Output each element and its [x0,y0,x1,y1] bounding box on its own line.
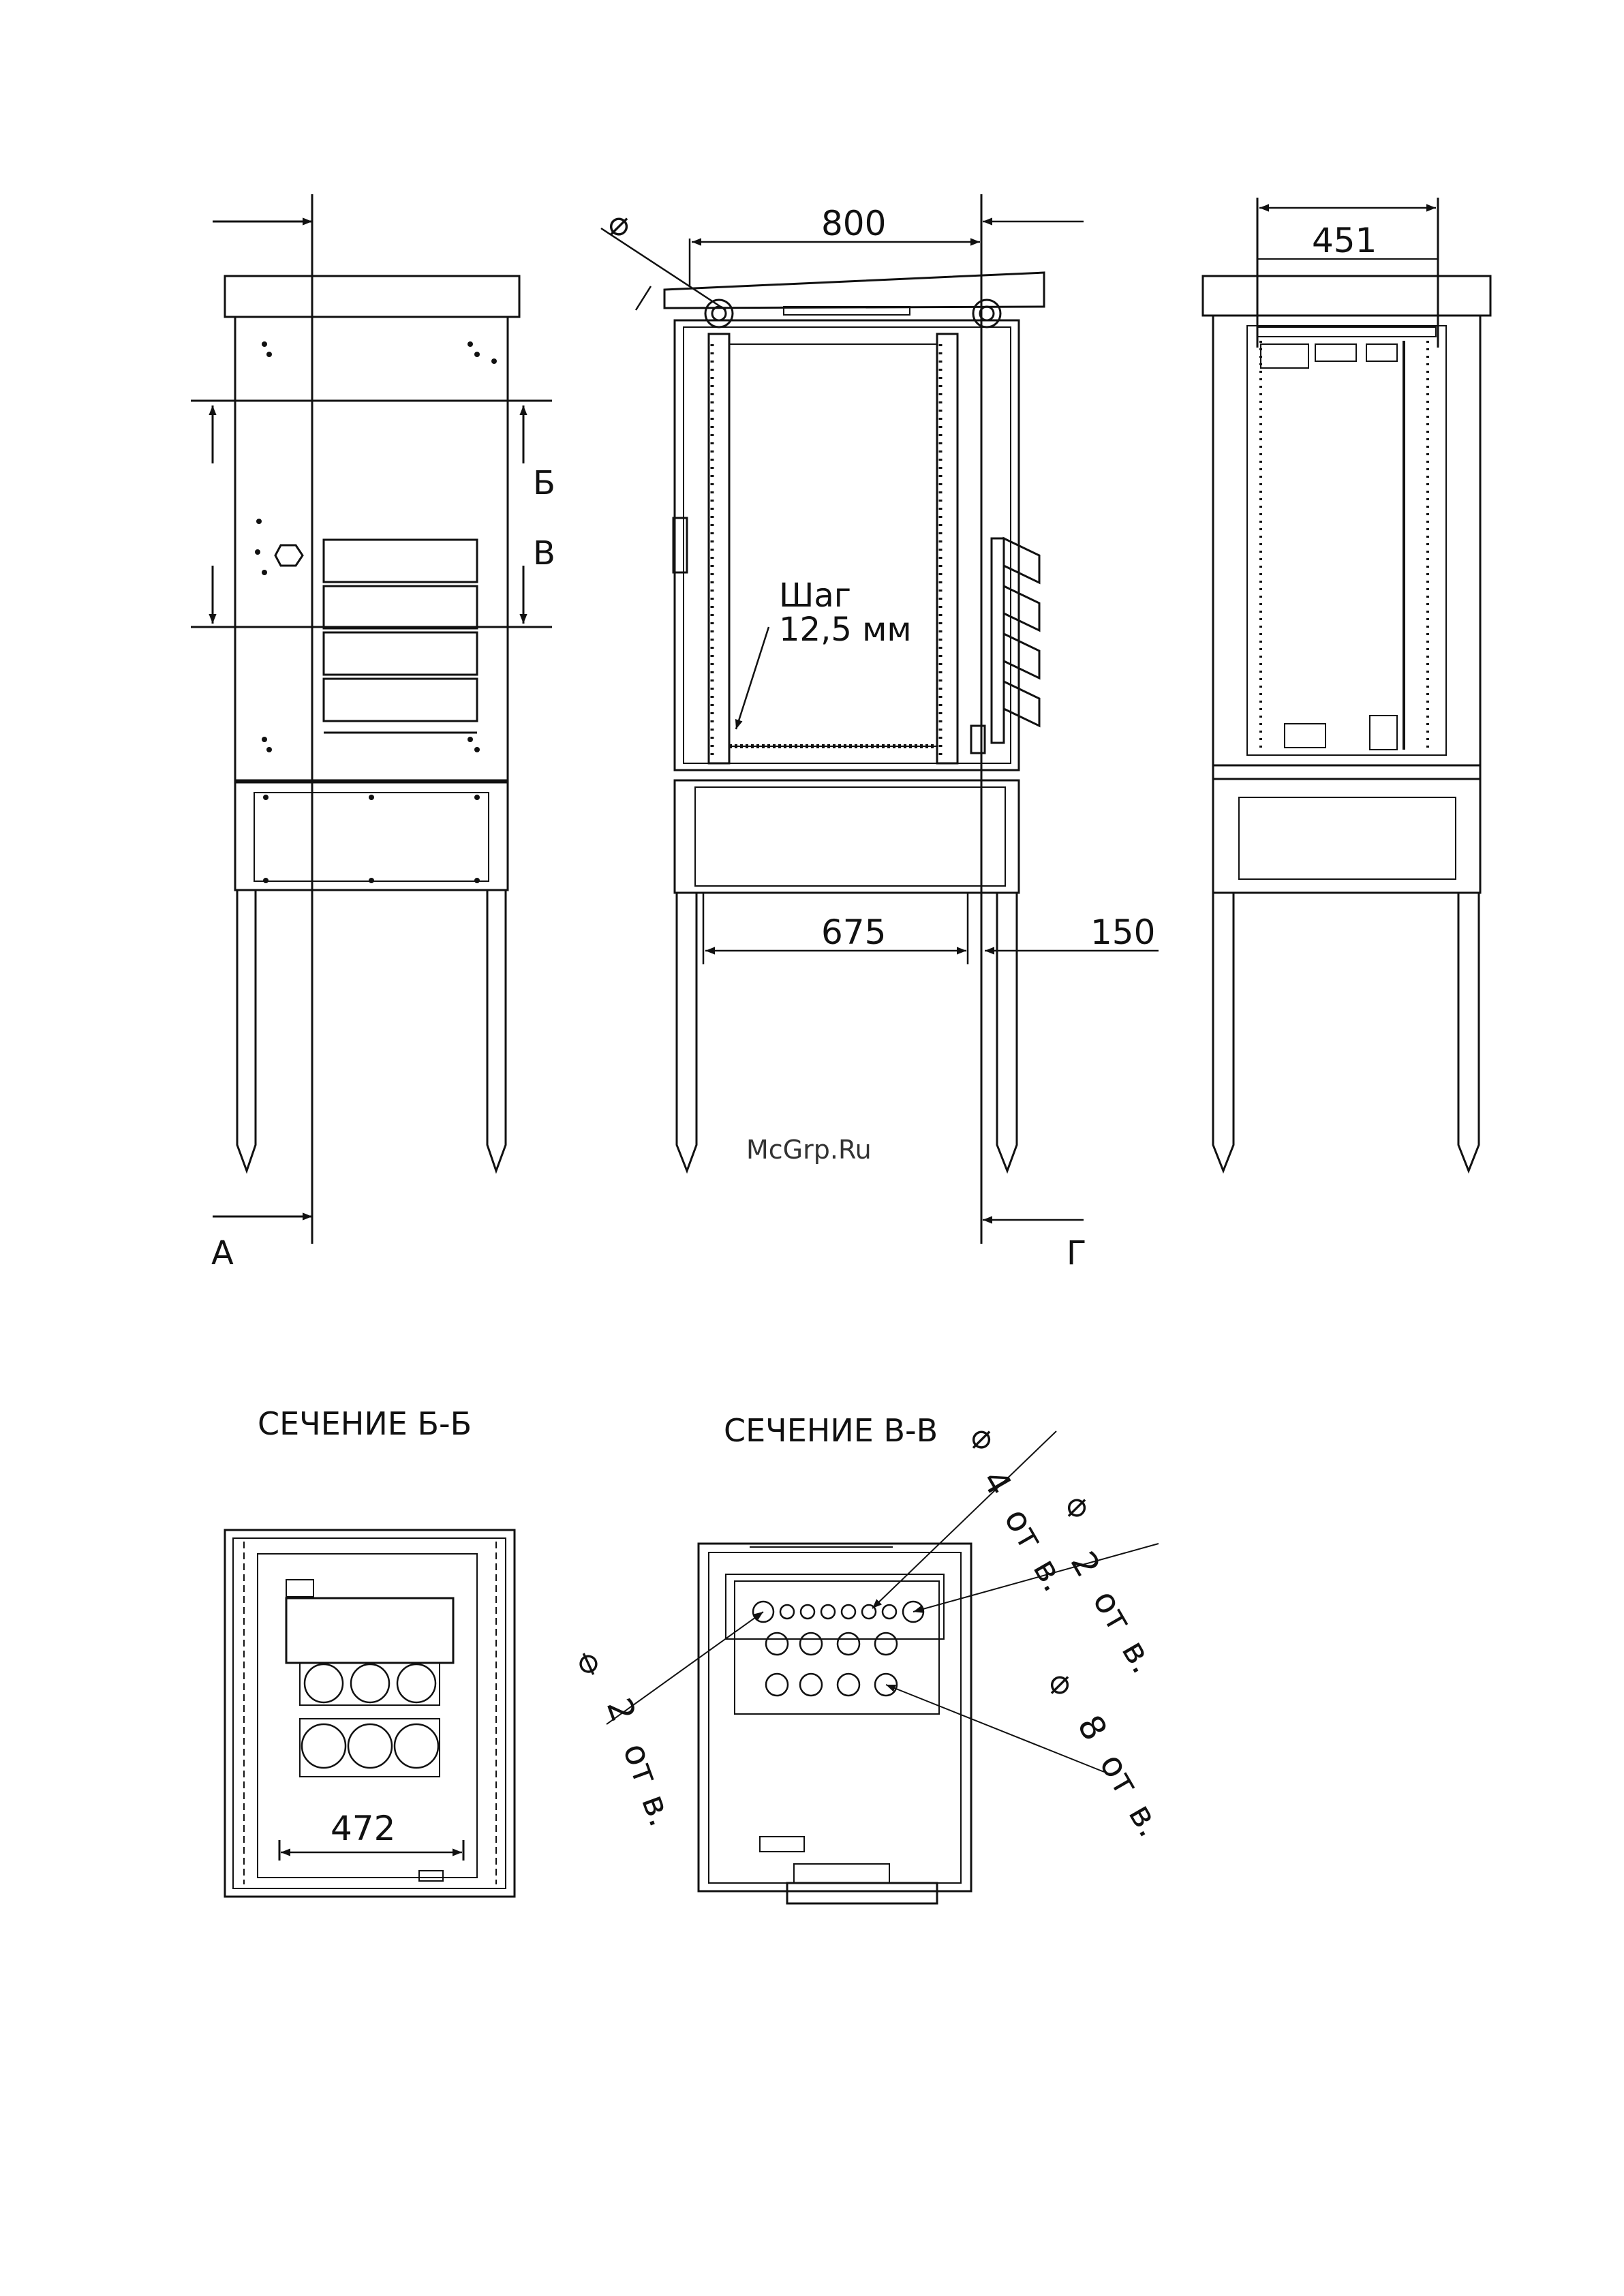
svg-text:4: 4 [975,1463,1020,1502]
hole-callout-left-2: 2 от в. [599,1693,681,1831]
hole-callout-bottom-8: ⌀ [1050,1662,1070,1702]
pitch-value: 12,5 мм [779,611,912,649]
side-view [664,194,1044,1244]
mark-b: Б [533,464,555,502]
front-louvres [324,540,477,733]
dimension-451: 451 [1312,221,1377,260]
section-bb-title: СЕЧЕНИЕ Б-Б [258,1405,472,1442]
mark-v: В [533,534,555,572]
door-panel [992,538,1004,743]
svg-text:в.: в. [1026,1552,1075,1598]
hole-callout-bottom-8-text: 8 от в. [1070,1709,1171,1843]
section-lines [191,194,552,1244]
svg-text:⌀: ⌀ [1050,1662,1070,1702]
front-view [225,276,519,1171]
pitch-label: Шаг [779,577,851,615]
diameter-icon: ⌀ [609,204,629,243]
mark-g: Г [1067,1234,1086,1272]
svg-text:в.: в. [634,1789,681,1831]
dimension-675: 675 [821,913,886,952]
section-vv-title: СЕЧЕНИЕ В-В [724,1412,938,1449]
svg-text:в.: в. [1114,1634,1164,1680]
svg-text:8: 8 [1070,1709,1115,1747]
cable-entry-holes [753,1602,923,1696]
side-plinth [675,780,1019,893]
hole-callout-left: ⌀ [564,1647,608,1679]
watermark: McGrp.Ru [746,1135,872,1165]
svg-text:от: от [615,1738,667,1790]
dimension-800: 800 [821,204,886,243]
fan-grilles [302,1664,438,1768]
svg-text:в.: в. [1121,1797,1171,1843]
hole-callout-top-4-text: 4 от в. [975,1463,1075,1598]
front-body [235,317,508,780]
svg-text:от: от [1092,1747,1146,1802]
hole-callout-top-4: ⌀ [971,1417,992,1456]
svg-text:⌀: ⌀ [1067,1485,1087,1525]
side-dimensions [601,221,1159,1220]
svg-text:2: 2 [599,1693,643,1727]
svg-text:⌀: ⌀ [564,1647,608,1679]
lock-icon [275,545,303,566]
front-leg-right [487,890,506,1171]
rear-view [1203,198,1490,1171]
side-body [675,320,1019,770]
svg-text:от: от [996,1501,1051,1557]
side-roof [664,273,1044,308]
hole-callout-top-2-text: 2 от в. [1063,1545,1164,1680]
svg-text:⌀: ⌀ [971,1417,992,1456]
svg-text:от: от [1085,1583,1139,1638]
front-roof [225,276,519,317]
mark-a: А [211,1234,234,1272]
front-leg-left [237,890,256,1171]
hole-callout-top-2: ⌀ [1067,1485,1087,1525]
dimension-150: 150 [1090,913,1155,952]
dimension-472: 472 [331,1809,395,1848]
